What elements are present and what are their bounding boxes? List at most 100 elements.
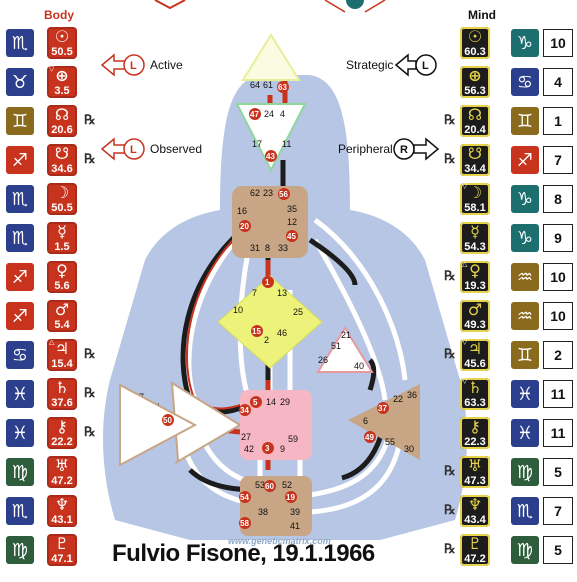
line-number-box: 7 bbox=[543, 146, 573, 174]
svg-text:60: 60 bbox=[265, 482, 274, 491]
right-sign-icon: ♐ bbox=[511, 146, 539, 174]
retrograde-icon: ℞ bbox=[84, 113, 96, 128]
svg-text:30: 30 bbox=[404, 444, 414, 454]
svg-text:17: 17 bbox=[252, 139, 262, 149]
retrograde-icon: ℞ bbox=[444, 464, 456, 479]
strategic-arrow-letter: L bbox=[422, 60, 429, 72]
ajna-center: 24 4 17 11 bbox=[235, 103, 307, 173]
planet-glyph-icon: ♆ bbox=[54, 495, 70, 514]
design-planet-box: ♆43.1 bbox=[47, 495, 77, 527]
svg-text:61: 61 bbox=[263, 80, 273, 90]
personality-planet-box: ♅47.3 bbox=[460, 456, 490, 488]
svg-text:7: 7 bbox=[252, 288, 257, 298]
right-sign-icon: ♓ bbox=[511, 419, 539, 447]
planet-glyph-icon: ♇ bbox=[467, 534, 483, 553]
planet-value: 58.1 bbox=[464, 202, 486, 214]
planet-value: 3.5 bbox=[54, 85, 70, 97]
line-number-box: 11 bbox=[543, 380, 573, 408]
observed-arrow-icon: L bbox=[100, 137, 145, 161]
design-planet-box: ☉50.5 bbox=[47, 27, 77, 59]
planet-value: 47.2 bbox=[464, 553, 486, 565]
planet-glyph-icon: ☊ bbox=[467, 105, 483, 124]
personality-planet-box: ♆43.4 bbox=[460, 495, 490, 527]
right-sign-icon: ♋ bbox=[511, 68, 539, 96]
solar-plexus-center: 22 36 6 55 30 bbox=[348, 384, 420, 460]
svg-text:22: 22 bbox=[393, 394, 403, 404]
svg-text:56: 56 bbox=[279, 190, 288, 199]
retrograde-icon: ℞ bbox=[84, 386, 96, 401]
svg-text:35: 35 bbox=[287, 204, 297, 214]
svg-text:25: 25 bbox=[293, 307, 303, 317]
planet-glyph-icon: ♅ bbox=[54, 456, 70, 475]
planet-value: 47.2 bbox=[51, 475, 73, 487]
svg-text:53: 53 bbox=[255, 480, 265, 490]
design-planet-box: ☊20.6 bbox=[47, 105, 77, 137]
svg-text:42: 42 bbox=[244, 444, 254, 454]
right-sign-icon: ♊ bbox=[511, 107, 539, 135]
svg-text:38: 38 bbox=[258, 507, 268, 517]
svg-text:9: 9 bbox=[280, 444, 285, 454]
left-sign-icon: ♏ bbox=[6, 497, 34, 525]
svg-text:3: 3 bbox=[265, 444, 270, 453]
svg-text:36: 36 bbox=[407, 390, 417, 400]
svg-text:26: 26 bbox=[318, 355, 328, 365]
svg-text:2: 2 bbox=[264, 335, 269, 345]
personality-planet-box: ♂49.3 bbox=[460, 300, 490, 332]
right-sign-icon: ♒ bbox=[511, 263, 539, 291]
design-planet-box: ☽50.5 bbox=[47, 183, 77, 215]
planet-value: 54.3 bbox=[464, 241, 486, 253]
planet-glyph-icon: ♀ bbox=[469, 261, 481, 280]
planet-value: 45.6 bbox=[464, 358, 486, 370]
tone-arrow-icon: ▽ bbox=[462, 378, 468, 385]
line-number-box: 2 bbox=[543, 341, 573, 369]
planet-glyph-icon: ♄ bbox=[467, 378, 483, 397]
svg-text:54: 54 bbox=[240, 493, 249, 502]
left-sign-icon: ♏ bbox=[6, 29, 34, 57]
line-number-box: 10 bbox=[543, 302, 573, 330]
svg-text:29: 29 bbox=[280, 397, 290, 407]
personality-planet-box: △♀19.3 bbox=[460, 261, 490, 293]
planet-value: 37.6 bbox=[51, 397, 73, 409]
design-planet-box: ♅47.2 bbox=[47, 456, 77, 488]
personality-planet-box: ☋34.4 bbox=[460, 144, 490, 176]
planet-value: 22.3 bbox=[464, 436, 486, 448]
svg-text:20: 20 bbox=[240, 222, 249, 231]
spleen-outline bbox=[119, 383, 198, 467]
svg-text:52: 52 bbox=[282, 480, 292, 490]
planet-value: 22.2 bbox=[51, 436, 73, 448]
planet-glyph-icon: ☿ bbox=[57, 222, 67, 241]
planet-glyph-icon: ☊ bbox=[54, 105, 70, 124]
active-arrow-letter: L bbox=[130, 60, 137, 72]
personality-planet-box: ▽☽58.1 bbox=[460, 183, 490, 215]
watermark: www.geneticmatrix.com bbox=[228, 536, 331, 546]
strategic-arrow-icon: L bbox=[394, 53, 437, 77]
svg-text:19: 19 bbox=[286, 493, 295, 502]
svg-text:41: 41 bbox=[290, 521, 300, 531]
svg-text:47: 47 bbox=[250, 110, 259, 119]
planet-glyph-icon: ☽ bbox=[467, 183, 483, 202]
planet-glyph-icon: ☋ bbox=[467, 144, 483, 163]
personality-planet-box: ⚷22.3 bbox=[460, 417, 490, 449]
svg-text:39: 39 bbox=[290, 507, 300, 517]
svg-text:59: 59 bbox=[288, 434, 298, 444]
right-sign-icon: ♍ bbox=[511, 536, 539, 564]
design-planet-box: ☋34.6 bbox=[47, 144, 77, 176]
planet-glyph-icon: ☽ bbox=[54, 183, 70, 202]
right-sign-icon: ♑ bbox=[511, 185, 539, 213]
tone-arrow-icon: △ bbox=[462, 261, 468, 268]
planet-value: 50.5 bbox=[51, 202, 73, 214]
svg-text:45: 45 bbox=[287, 232, 296, 241]
left-sign-icon: ♍ bbox=[6, 458, 34, 486]
svg-text:55: 55 bbox=[385, 437, 395, 447]
planet-glyph-icon: ♃ bbox=[54, 339, 70, 358]
svg-text:50: 50 bbox=[163, 416, 172, 425]
design-planet-box: ♄37.6 bbox=[47, 378, 77, 410]
planet-glyph-icon: ♂ bbox=[467, 300, 483, 319]
active-label: Active bbox=[150, 58, 183, 72]
svg-text:16: 16 bbox=[237, 206, 247, 216]
retrograde-icon: ℞ bbox=[444, 347, 456, 362]
right-sign-icon: ♊ bbox=[511, 341, 539, 369]
planet-value: 63.3 bbox=[464, 397, 486, 409]
planet-value: 5.4 bbox=[54, 319, 70, 331]
retrograde-icon: ℞ bbox=[444, 269, 456, 284]
